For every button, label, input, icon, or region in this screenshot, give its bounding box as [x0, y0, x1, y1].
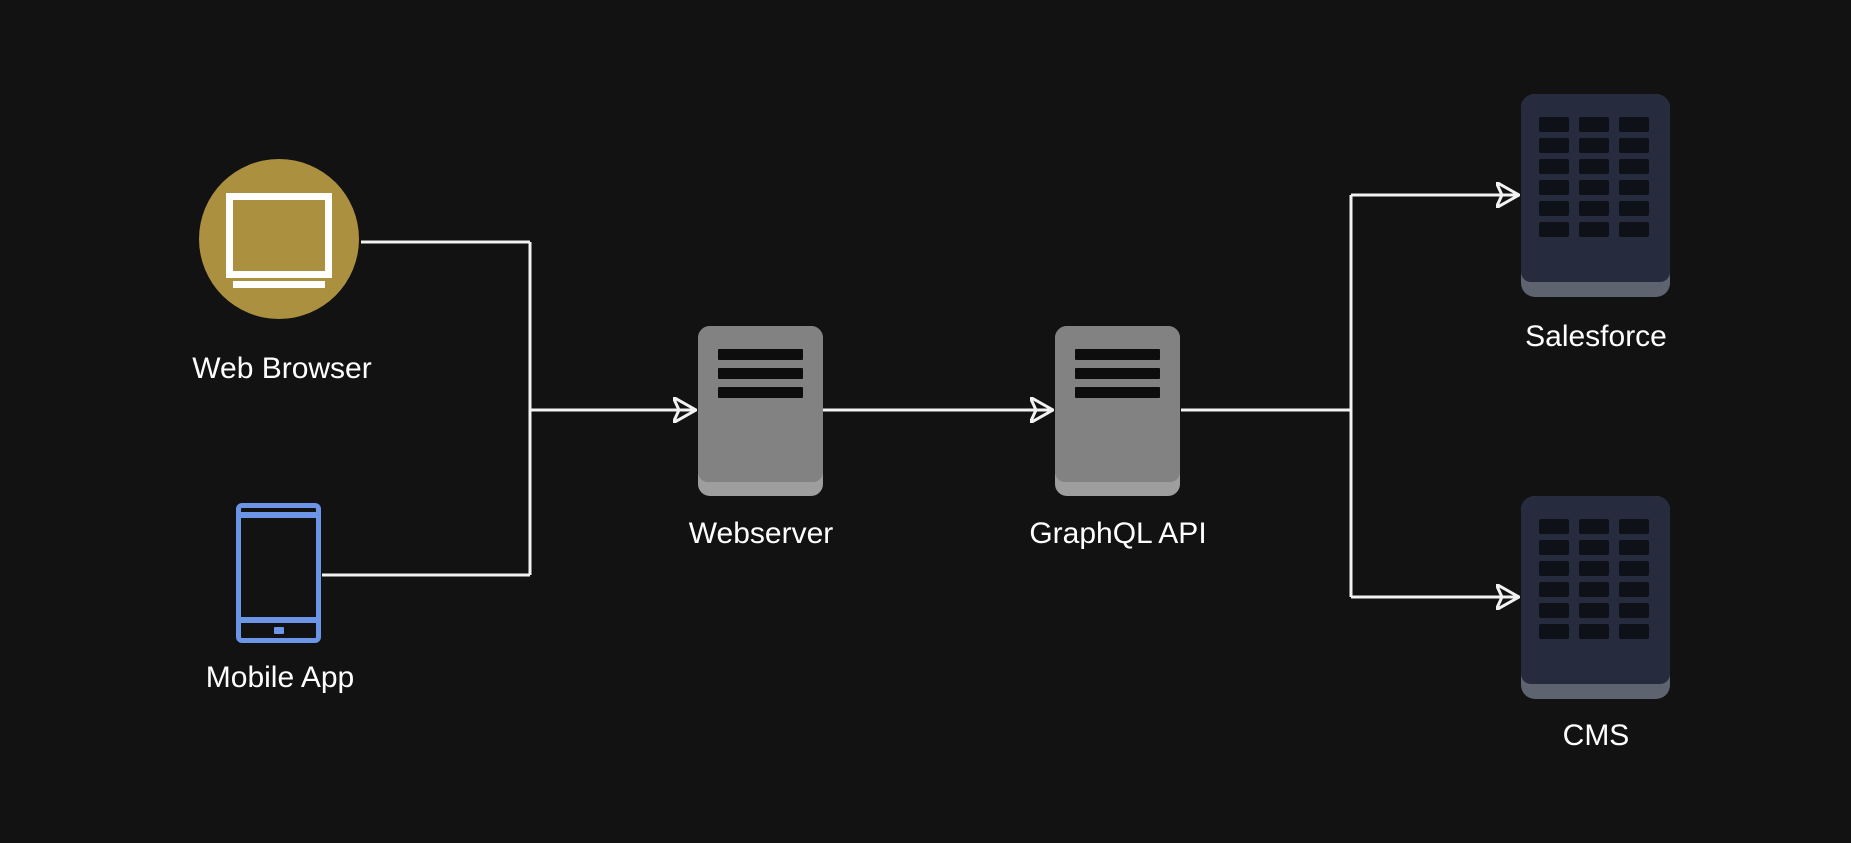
rack-slots: [1539, 117, 1649, 237]
smartphone-icon: [236, 503, 321, 643]
phone-home-button-icon: [273, 627, 284, 634]
monitor-screen-icon: [226, 193, 332, 278]
web-browser-label: Web Browser: [192, 352, 372, 385]
phone-topbar: [241, 512, 316, 518]
web-browser-icon: [199, 159, 359, 319]
graphql-api-icon: [1055, 326, 1180, 496]
mobile-app-label: Mobile App: [205, 661, 355, 694]
phone-bottombar: [241, 617, 316, 623]
salesforce-label: Salesforce: [1525, 320, 1667, 353]
cms-label: CMS: [1562, 719, 1630, 752]
server-vents: [718, 349, 803, 406]
salesforce-icon: [1521, 94, 1670, 297]
graphql-api-label: GraphQL API: [1029, 517, 1207, 550]
server-vents: [1075, 349, 1160, 406]
webserver-label: Webserver: [688, 517, 834, 550]
rack-slots: [1539, 519, 1649, 639]
cms-icon: [1521, 496, 1670, 699]
webserver-icon: [698, 326, 823, 496]
monitor-base-icon: [233, 281, 325, 288]
